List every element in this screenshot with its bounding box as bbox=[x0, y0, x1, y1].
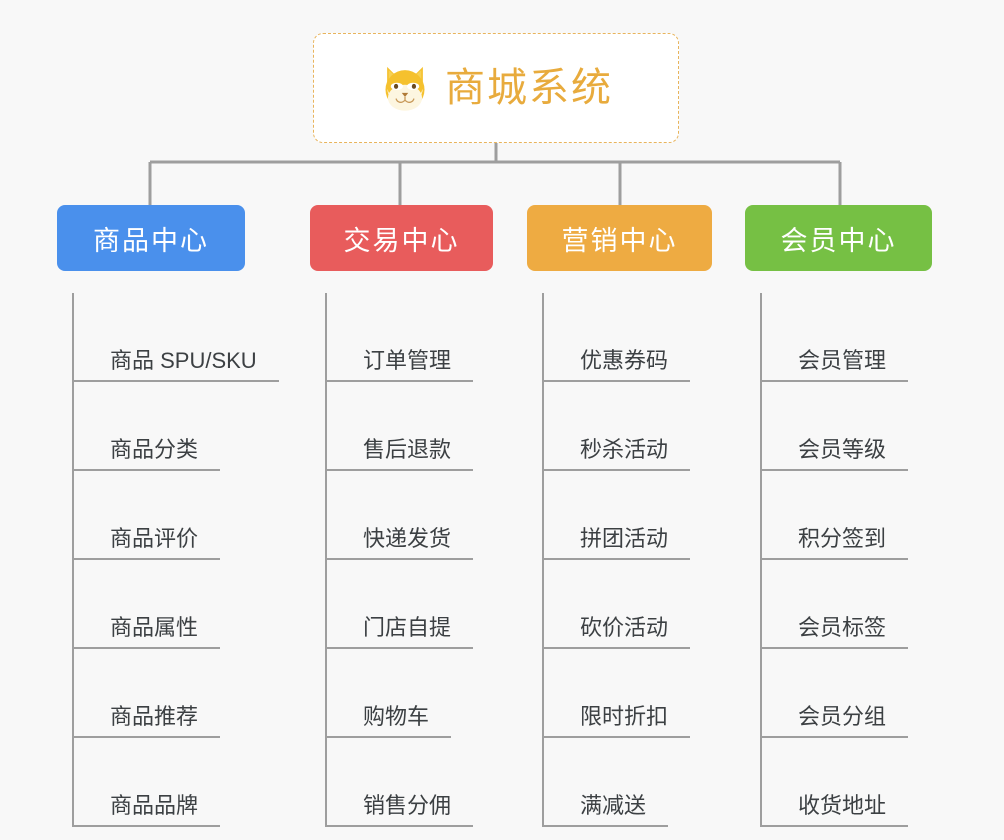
leaf-item[interactable]: 商品 SPU/SKU bbox=[72, 293, 279, 382]
leaf-item[interactable]: 会员分组 bbox=[760, 649, 932, 738]
leaf-label: 门店自提 bbox=[363, 614, 452, 640]
leaf-item[interactable]: 收货地址 bbox=[760, 738, 932, 827]
leaf-rule bbox=[760, 647, 909, 649]
leaf-label: 会员管理 bbox=[798, 347, 887, 373]
root-title: 商城系统 bbox=[445, 66, 613, 110]
leaf-label: 商品品牌 bbox=[110, 792, 199, 818]
leaf-label: 会员分组 bbox=[798, 703, 887, 729]
leaf-item[interactable]: 快递发货 bbox=[325, 471, 493, 560]
branch-header-product-center[interactable]: 商品中心 bbox=[57, 205, 245, 271]
leaf-rule bbox=[542, 647, 691, 649]
leaf-label: 收货地址 bbox=[798, 792, 887, 818]
leaf-rule bbox=[542, 736, 691, 738]
branch-column-2: 交易中心 订单管理 售后退款 快递发货 bbox=[310, 205, 493, 827]
branch-header-label: 会员中心 bbox=[780, 225, 897, 256]
leaf-item[interactable]: 积分签到 bbox=[760, 471, 932, 560]
leaf-item[interactable]: 会员管理 bbox=[760, 293, 932, 382]
leaf-item[interactable]: 门店自提 bbox=[325, 560, 493, 649]
branch-items-2: 订单管理 售后退款 快递发货 门店自提 bbox=[310, 293, 493, 827]
leaf-label: 会员等级 bbox=[798, 436, 887, 462]
leaf-rule bbox=[72, 558, 221, 560]
leaf-item[interactable]: 商品品牌 bbox=[72, 738, 245, 827]
leaf-label: 购物车 bbox=[363, 703, 430, 729]
leaf-label: 商品分类 bbox=[110, 436, 199, 462]
leaf-rule bbox=[72, 825, 221, 827]
leaf-item[interactable]: 商品推荐 bbox=[72, 649, 245, 738]
leaf-label: 商品评价 bbox=[110, 525, 199, 551]
leaf-rule bbox=[760, 380, 909, 382]
leaf-label: 快递发货 bbox=[363, 525, 452, 551]
leaf-label: 积分签到 bbox=[798, 525, 887, 551]
branch-column-1: 商品中心 商品 SPU/SKU 商品分类 商品评价 bbox=[57, 205, 279, 827]
leaf-label: 商品 SPU/SKU bbox=[110, 347, 257, 373]
leaf-label: 拼团活动 bbox=[580, 525, 669, 551]
leaf-rule bbox=[542, 825, 669, 827]
branch-items-3: 优惠券码 秒杀活动 拼团活动 砍价活动 bbox=[527, 293, 712, 827]
leaf-rule bbox=[325, 647, 474, 649]
leaf-rule bbox=[72, 647, 221, 649]
leaf-rule bbox=[542, 380, 691, 382]
leaf-rule bbox=[72, 469, 221, 471]
leaf-label: 秒杀活动 bbox=[580, 436, 669, 462]
leaf-item[interactable]: 售后退款 bbox=[325, 382, 493, 471]
leaf-rule bbox=[542, 469, 691, 471]
branch-header-marketing-center[interactable]: 营销中心 bbox=[527, 205, 712, 271]
leaf-rule bbox=[325, 469, 474, 471]
branch-column-4: 会员中心 会员管理 会员等级 积分签到 bbox=[745, 205, 932, 827]
leaf-item[interactable]: 会员等级 bbox=[760, 382, 932, 471]
branch-header-label: 交易中心 bbox=[343, 225, 460, 256]
branch-trunk-line bbox=[72, 293, 74, 827]
branch-header-member-center[interactable]: 会员中心 bbox=[745, 205, 932, 271]
shiba-dog-face-icon bbox=[385, 66, 425, 111]
leaf-label: 限时折扣 bbox=[580, 703, 669, 729]
leaf-rule bbox=[72, 736, 221, 738]
leaf-label: 售后退款 bbox=[363, 436, 452, 462]
leaf-label: 订单管理 bbox=[363, 347, 452, 373]
leaf-item[interactable]: 优惠券码 bbox=[542, 293, 712, 382]
leaf-rule bbox=[325, 736, 452, 738]
leaf-rule bbox=[760, 558, 909, 560]
leaf-item[interactable]: 满减送 bbox=[542, 738, 712, 827]
branch-items-4: 会员管理 会员等级 积分签到 会员标签 bbox=[745, 293, 932, 827]
leaf-item[interactable]: 限时折扣 bbox=[542, 649, 712, 738]
leaf-item[interactable]: 会员标签 bbox=[760, 560, 932, 649]
leaf-item[interactable]: 商品属性 bbox=[72, 560, 245, 649]
leaf-rule bbox=[325, 825, 474, 827]
leaf-rule bbox=[760, 825, 909, 827]
leaf-rule bbox=[72, 380, 279, 382]
leaf-rule bbox=[325, 380, 474, 382]
branch-column-3: 营销中心 优惠券码 秒杀活动 拼团活动 bbox=[527, 205, 712, 827]
branch-header-label: 营销中心 bbox=[561, 225, 678, 256]
branch-header-trade-center[interactable]: 交易中心 bbox=[310, 205, 493, 271]
leaf-label: 砍价活动 bbox=[580, 614, 669, 640]
leaf-label: 优惠券码 bbox=[580, 347, 669, 373]
branch-items-1: 商品 SPU/SKU 商品分类 商品评价 商品属性 bbox=[57, 293, 279, 827]
leaf-label: 商品属性 bbox=[110, 614, 199, 640]
leaf-item[interactable]: 商品评价 bbox=[72, 471, 245, 560]
root-node[interactable]: 商城系统 bbox=[313, 33, 679, 143]
leaf-item[interactable]: 秒杀活动 bbox=[542, 382, 712, 471]
leaf-rule bbox=[325, 558, 474, 560]
leaf-label: 会员标签 bbox=[798, 614, 887, 640]
leaf-item[interactable]: 订单管理 bbox=[325, 293, 493, 382]
leaf-rule bbox=[760, 469, 909, 471]
leaf-item[interactable]: 销售分佣 bbox=[325, 738, 493, 827]
leaf-rule bbox=[542, 558, 691, 560]
leaf-rule bbox=[760, 736, 909, 738]
leaf-item[interactable]: 商品分类 bbox=[72, 382, 245, 471]
leaf-label: 销售分佣 bbox=[363, 792, 452, 818]
leaf-item[interactable]: 拼团活动 bbox=[542, 471, 712, 560]
branch-trunk-line bbox=[542, 293, 544, 827]
leaf-item[interactable]: 砍价活动 bbox=[542, 560, 712, 649]
branch-trunk-line bbox=[760, 293, 762, 827]
leaf-label: 商品推荐 bbox=[110, 703, 199, 729]
leaf-label: 满减送 bbox=[580, 792, 647, 818]
branch-trunk-line bbox=[325, 293, 327, 827]
leaf-item[interactable]: 购物车 bbox=[325, 649, 493, 738]
branch-header-label: 商品中心 bbox=[93, 225, 209, 256]
